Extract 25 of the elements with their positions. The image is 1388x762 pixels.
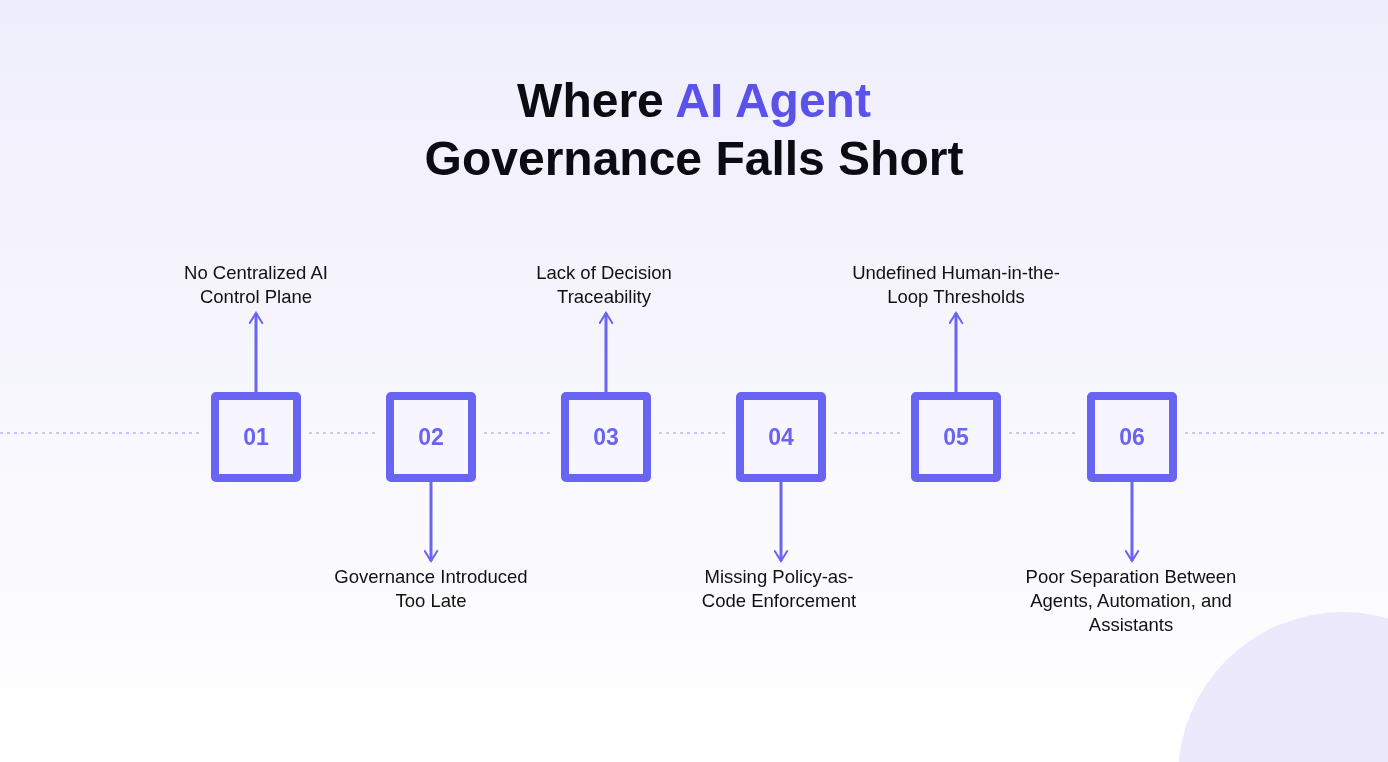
step-label: Poor Separation Between Agents, Automation, and Assistants <box>1003 565 1259 637</box>
step-number: 05 <box>943 423 969 451</box>
step-label: Undefined Human-in-the-Loop Thresholds <box>846 261 1066 309</box>
step-number: 02 <box>418 423 444 451</box>
step-number: 01 <box>243 423 269 451</box>
step-box <box>1087 392 1177 482</box>
step-number: 04 <box>768 423 794 451</box>
step-number: 06 <box>1119 423 1145 451</box>
arrow <box>598 312 614 392</box>
arrow <box>1124 482 1140 562</box>
step-number: 03 <box>593 423 619 451</box>
step-box <box>736 392 826 482</box>
step-box <box>911 392 1001 482</box>
step-label: Missing Policy-as-Code Enforcement <box>684 565 874 613</box>
step-label: Lack of Decision Traceability <box>516 261 692 309</box>
arrow <box>773 482 789 562</box>
step-label: No Centralized AI Control Plane <box>171 261 341 309</box>
step-box <box>386 392 476 482</box>
step-label: Governance Introduced Too Late <box>331 565 531 613</box>
step-box <box>561 392 651 482</box>
arrow <box>423 482 439 562</box>
arrow <box>948 312 964 392</box>
arrow <box>248 312 264 392</box>
title: Where AI Agent Governance Falls Short <box>423 73 965 187</box>
step-box <box>211 392 301 482</box>
